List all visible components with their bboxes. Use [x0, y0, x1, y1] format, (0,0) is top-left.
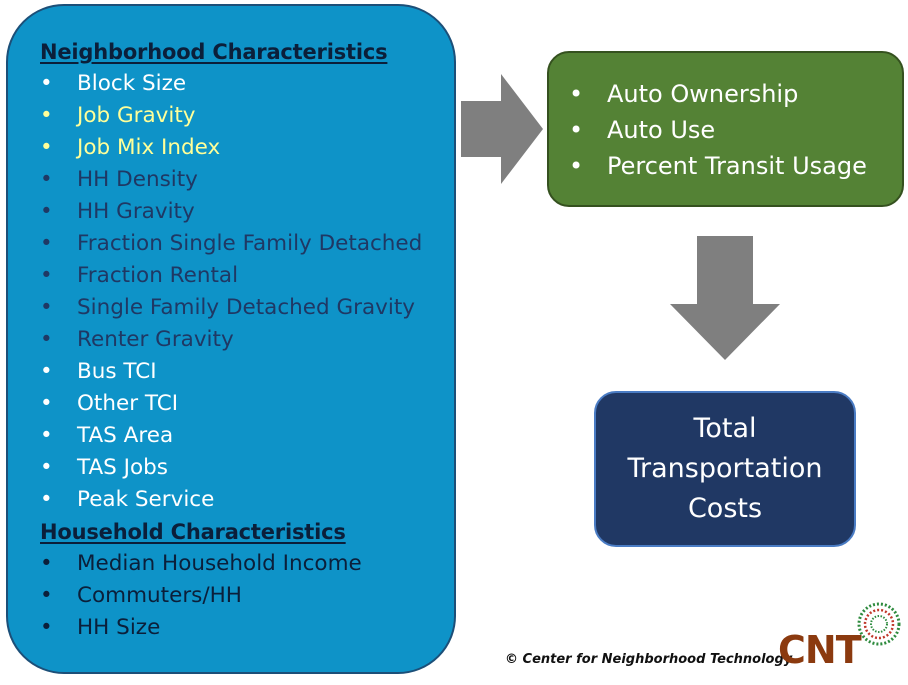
bullet-icon: • [40, 455, 53, 480]
bullet-icon: • [40, 615, 53, 640]
travel-outcomes-box: • Auto Ownership • Auto Use • Percent Transit… [547, 51, 904, 207]
right-arrow-icon [461, 74, 543, 184]
neighborhood-item-label: TAS Jobs [77, 455, 168, 480]
bullet-icon: • [40, 231, 53, 256]
bullet-icon: • [40, 199, 53, 224]
outcome-item-label: Auto Use [607, 116, 716, 144]
bullet-icon: • [569, 80, 584, 108]
outcome-item-label: Auto Ownership [607, 80, 799, 108]
bullet-icon: • [40, 71, 53, 96]
neighborhood-item-label: Other TCI [77, 391, 179, 416]
neighborhood-item-label: Bus TCI [77, 359, 157, 384]
total-line-2: Transportation [627, 453, 823, 484]
bullet-icon: • [40, 423, 53, 448]
bullet-icon: • [40, 263, 53, 288]
bullet-icon: • [569, 116, 584, 144]
bullet-icon: • [40, 103, 53, 128]
bullet-icon: • [569, 152, 584, 180]
cnt-logo-icon [857, 602, 901, 646]
neighborhood-heading: Neighborhood Characteristics [40, 40, 388, 64]
neighborhood-item-label: Block Size [77, 71, 187, 96]
total-line-1: Total [693, 413, 757, 444]
household-item-label: HH Size [77, 615, 161, 640]
bullet-icon: • [40, 583, 53, 608]
neighborhood-item-label: Single Family Detached Gravity [77, 295, 416, 320]
down-arrow-icon [670, 236, 780, 360]
outcome-item-label: Percent Transit Usage [607, 152, 867, 180]
household-item-label: Median Household Income [77, 551, 362, 576]
neighborhood-item-label: Fraction Rental [77, 263, 239, 288]
neighborhood-item-label: HH Gravity [77, 199, 195, 224]
household-item-label: Commuters/HH [77, 583, 242, 608]
neighborhood-item-label: TAS Area [77, 423, 174, 448]
bullet-icon: • [40, 391, 53, 416]
bullet-icon: • [40, 295, 53, 320]
bullet-icon: • [40, 327, 53, 352]
neighborhood-item-label: Peak Service [77, 487, 215, 512]
bullet-icon: • [40, 359, 53, 384]
characteristics-panel [6, 4, 456, 674]
cnt-logo-text: CNT [778, 628, 862, 672]
bullet-icon: • [40, 135, 53, 160]
neighborhood-item-label: HH Density [77, 167, 198, 192]
neighborhood-item-label: Renter Gravity [77, 327, 234, 352]
neighborhood-item-label: Fraction Single Family Detached [77, 231, 423, 256]
neighborhood-item-label: Job Mix Index [77, 135, 221, 160]
household-heading: Household Characteristics [40, 520, 346, 544]
copyright-text: © Center for Neighborhood Technology [505, 652, 793, 667]
bullet-icon: • [40, 551, 53, 576]
bullet-icon: • [40, 167, 53, 192]
total-transportation-costs-box: Total Transportation Costs [594, 391, 856, 547]
neighborhood-item-label: Job Gravity [77, 103, 196, 128]
bullet-icon: • [40, 487, 53, 512]
total-line-3: Costs [687, 493, 763, 524]
